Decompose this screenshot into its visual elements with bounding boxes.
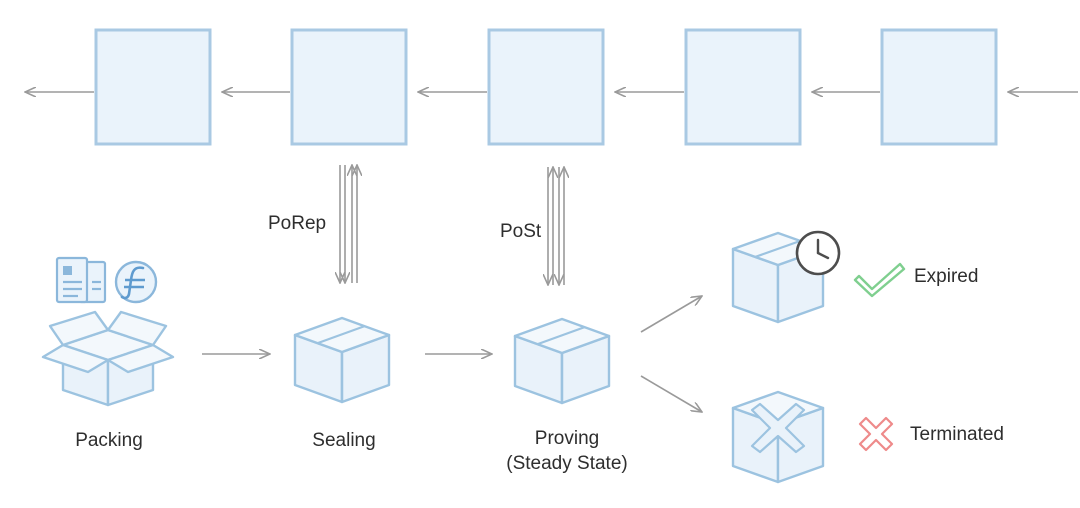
post-arrows xyxy=(548,167,564,285)
proving-to-expired-arrow xyxy=(640,296,702,333)
open-box-icon xyxy=(41,310,175,407)
chain-block-5 xyxy=(880,28,998,146)
post-label: PoSt xyxy=(500,221,542,242)
chain-block-4 xyxy=(684,28,802,146)
cross-icon xyxy=(858,416,894,452)
chain-block-2 xyxy=(290,28,408,146)
document-icon xyxy=(55,256,107,304)
steady-state-label: (Steady State) xyxy=(506,453,627,474)
proving-label: Proving xyxy=(535,428,599,449)
sealing-label: Sealing xyxy=(312,430,375,451)
filecoin-icon xyxy=(114,260,158,304)
proving-box-icon xyxy=(513,317,611,405)
chain-block-1 xyxy=(94,28,212,146)
sealing-box-icon xyxy=(293,316,391,404)
packing-stage xyxy=(41,256,175,407)
porep-label: PoRep xyxy=(268,213,326,234)
packing-label: Packing xyxy=(75,430,143,451)
porep-arrows xyxy=(340,165,357,283)
expired-label: Expired xyxy=(914,266,978,287)
clock-icon xyxy=(795,230,841,276)
terminated-label: Terminated xyxy=(910,424,1004,445)
terminated-box-icon xyxy=(731,390,825,484)
proving-to-terminated-arrow xyxy=(640,375,702,412)
chain-block-3 xyxy=(487,28,605,146)
checkmark-icon xyxy=(853,262,906,298)
block-chain xyxy=(25,28,1078,146)
